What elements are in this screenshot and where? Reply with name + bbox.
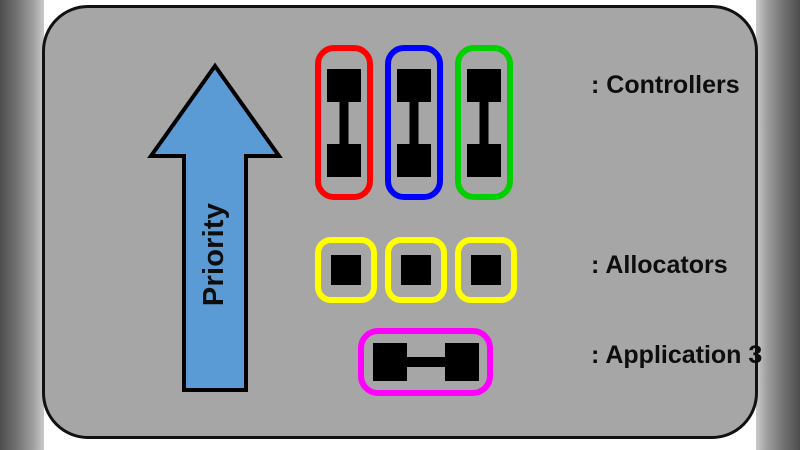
square-icon xyxy=(471,255,501,285)
allocator-3[interactable] xyxy=(455,237,517,303)
dumbbell-stem xyxy=(339,97,349,148)
dumbbell-stem xyxy=(402,357,449,367)
vertical-dumbbell-icon xyxy=(327,68,361,177)
priority-arrow-icon xyxy=(147,62,283,392)
dumbbell-stem xyxy=(409,97,419,148)
dumbbell-pad-bottom xyxy=(327,143,361,177)
square-icon xyxy=(401,255,431,285)
left-gradient-band xyxy=(0,0,44,450)
legend-application: : Application 3 xyxy=(591,341,763,369)
vertical-dumbbell-icon xyxy=(397,68,431,177)
dumbbell-pad-top xyxy=(327,68,361,102)
horizontal-dumbbell-icon xyxy=(372,343,479,381)
application-3[interactable] xyxy=(358,328,493,396)
dumbbell-pad-top xyxy=(467,68,501,102)
right-gradient-band xyxy=(756,0,800,450)
controller-1[interactable] xyxy=(315,45,373,200)
controller-3[interactable] xyxy=(455,45,513,200)
dumbbell-pad-bottom xyxy=(397,143,431,177)
allocator-2[interactable] xyxy=(385,237,447,303)
diagram-panel: Priority xyxy=(42,5,762,439)
dumbbell-pad-right xyxy=(444,343,479,381)
controller-2[interactable] xyxy=(385,45,443,200)
dumbbell-pad-top xyxy=(397,68,431,102)
legend-allocators: : Allocators xyxy=(591,251,728,279)
dumbbell-pad-bottom xyxy=(467,143,501,177)
vertical-dumbbell-icon xyxy=(467,68,501,177)
legend-controllers: : Controllers xyxy=(591,71,740,99)
dumbbell-pad-left xyxy=(372,343,407,381)
dumbbell-stem xyxy=(479,97,489,148)
priority-arrow: Priority xyxy=(145,60,285,396)
allocator-1[interactable] xyxy=(315,237,377,303)
square-icon xyxy=(331,255,361,285)
